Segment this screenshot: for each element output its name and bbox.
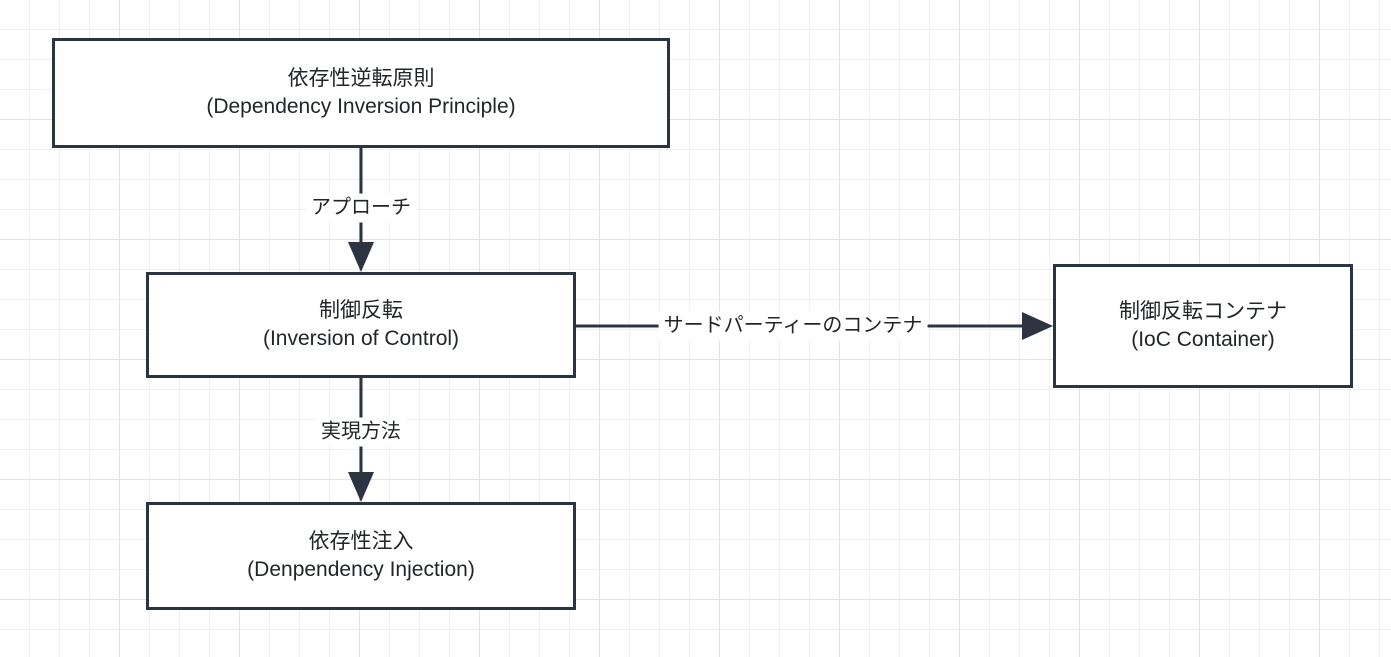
node-title-en: (Inversion of Control)	[262, 327, 460, 350]
node-title-en: (Denpendency Injection)	[247, 558, 475, 581]
node-title-jp: 依存性注入	[308, 530, 414, 554]
node-title-jp: 依存性逆転原則	[287, 67, 435, 91]
node-title-jp: 制御反転コンテナ	[1119, 300, 1287, 324]
node-title-en: (Dependency Inversion Principle)	[206, 95, 516, 118]
node-dependency-injection[interactable]: 依存性注入 (Denpendency Injection)	[146, 502, 576, 610]
node-title-en: (IoC Container)	[1131, 328, 1275, 351]
edge-label-third-party-container: サードパーティーのコンテナ	[658, 311, 928, 341]
edge-label-implementation-method: 実現方法	[316, 417, 406, 447]
edge-label-approach: アプローチ	[306, 193, 416, 223]
node-title-jp: 制御反転	[319, 299, 403, 323]
node-inversion-of-control[interactable]: 制御反転 (Inversion of Control)	[146, 272, 576, 378]
node-dependency-inversion-principle[interactable]: 依存性逆転原則 (Dependency Inversion Principle)	[52, 38, 670, 148]
node-ioc-container[interactable]: 制御反転コンテナ (IoC Container)	[1053, 264, 1353, 388]
